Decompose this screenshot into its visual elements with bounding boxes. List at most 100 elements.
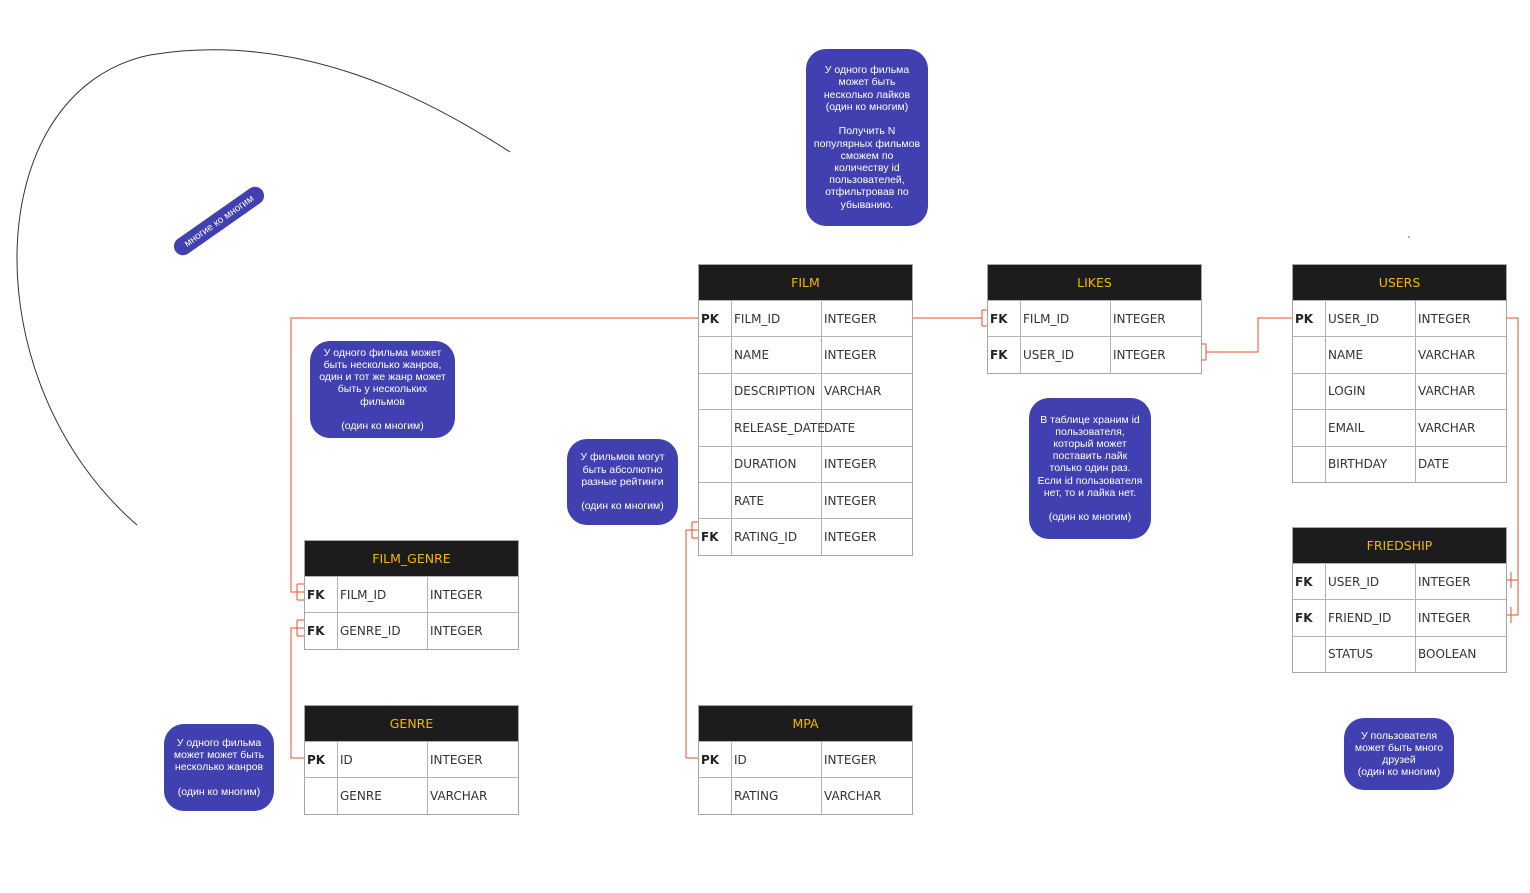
column-name-cell: STATUS <box>1326 636 1416 673</box>
key-cell <box>699 446 732 482</box>
note-genres-film: У одного фильма может быть несколько жан… <box>310 341 455 438</box>
key-cell: PK <box>1293 301 1326 337</box>
column-type-cell: DATE <box>824 420 856 435</box>
key-cell: FK <box>1293 600 1326 636</box>
column-name-cell: DESCRIPTION <box>732 373 822 410</box>
column-name-cell: USER_ID <box>1326 301 1416 337</box>
column-type-cell: VARCHAR <box>430 789 488 804</box>
column-type-cell: BOOLEAN <box>1418 647 1477 662</box>
note-likes-top: У одного фильма может быть несколько лай… <box>806 49 928 226</box>
column-name-cell: RELEASE_DATE <box>732 410 825 446</box>
table-title: LIKES <box>988 265 1201 300</box>
column-name-cell: NAME <box>732 337 822 373</box>
key-cell <box>1293 373 1326 410</box>
column-name-cell: FILM_ID <box>1021 301 1111 337</box>
key-cell: FK <box>1293 564 1326 600</box>
table-title: FRIEDSHIP <box>1293 528 1506 563</box>
column-name-cell: BIRTHDAY <box>1326 446 1416 482</box>
column-name-cell: ID <box>732 742 822 778</box>
key-cell <box>699 373 732 410</box>
column-type-cell: INTEGER <box>430 587 483 602</box>
column-type-cell: INTEGER <box>430 624 483 639</box>
column-type-cell: INTEGER <box>824 493 877 508</box>
column-type-cell: VARCHAR <box>1418 348 1476 363</box>
note-friends: У пользователя может быть много друзей (… <box>1344 718 1454 790</box>
key-cell: PK <box>699 301 732 337</box>
note-ratings: У фильмов могут быть абсолютно разные ре… <box>567 439 678 525</box>
column-type-cell: INTEGER <box>1113 311 1166 326</box>
film-likes-connector <box>912 309 988 327</box>
stray-dot <box>1408 236 1410 238</box>
key-cell <box>699 337 732 373</box>
column-name-cell: DURATION <box>732 446 822 482</box>
key-cell <box>699 410 732 446</box>
table-title: GENRE <box>305 706 518 741</box>
column-type-cell: INTEGER <box>824 457 877 472</box>
key-cell <box>305 778 338 814</box>
genre-filmgenre-connector <box>290 619 305 759</box>
key-cell: PK <box>305 742 338 778</box>
column-name-cell: USER_ID <box>1021 337 1111 373</box>
column-type-cell: INTEGER <box>824 530 877 545</box>
column-name-cell: LOGIN <box>1326 373 1416 410</box>
key-cell <box>1293 446 1326 482</box>
key-cell: FK <box>699 519 732 555</box>
column-type-cell: INTEGER <box>1418 574 1471 589</box>
table-title: MPA <box>699 706 912 741</box>
note-likes-table: В таблице храним id пользователя, которы… <box>1029 398 1151 539</box>
note-genre-bottom: У одного фильма может может быть несколь… <box>164 724 274 811</box>
column-name-cell: RATING_ID <box>732 519 822 555</box>
column-name-cell: RATE <box>732 482 822 519</box>
key-cell <box>1293 337 1326 373</box>
key-cell: FK <box>988 337 1021 373</box>
table-title: FILM <box>699 265 912 300</box>
column-type-cell: VARCHAR <box>824 789 882 804</box>
column-name-cell: FRIEND_ID <box>1326 600 1416 636</box>
key-cell <box>699 778 732 814</box>
column-type-cell: DATE <box>1418 457 1450 472</box>
mpa-film-connector <box>685 521 699 759</box>
key-cell: FK <box>305 577 338 613</box>
key-cell: PK <box>699 742 732 778</box>
key-cell <box>1293 636 1326 673</box>
column-type-cell: INTEGER <box>430 752 483 767</box>
decorative-arc <box>16 49 511 526</box>
film-filmgenre-connector <box>290 317 699 601</box>
column-type-cell: INTEGER <box>824 311 877 326</box>
column-type-cell: INTEGER <box>1418 611 1471 626</box>
column-name-cell: EMAIL <box>1326 410 1416 446</box>
column-name-cell: USER_ID <box>1326 564 1416 600</box>
users-friedship-connector <box>1505 317 1519 623</box>
table-title: USERS <box>1293 265 1506 300</box>
